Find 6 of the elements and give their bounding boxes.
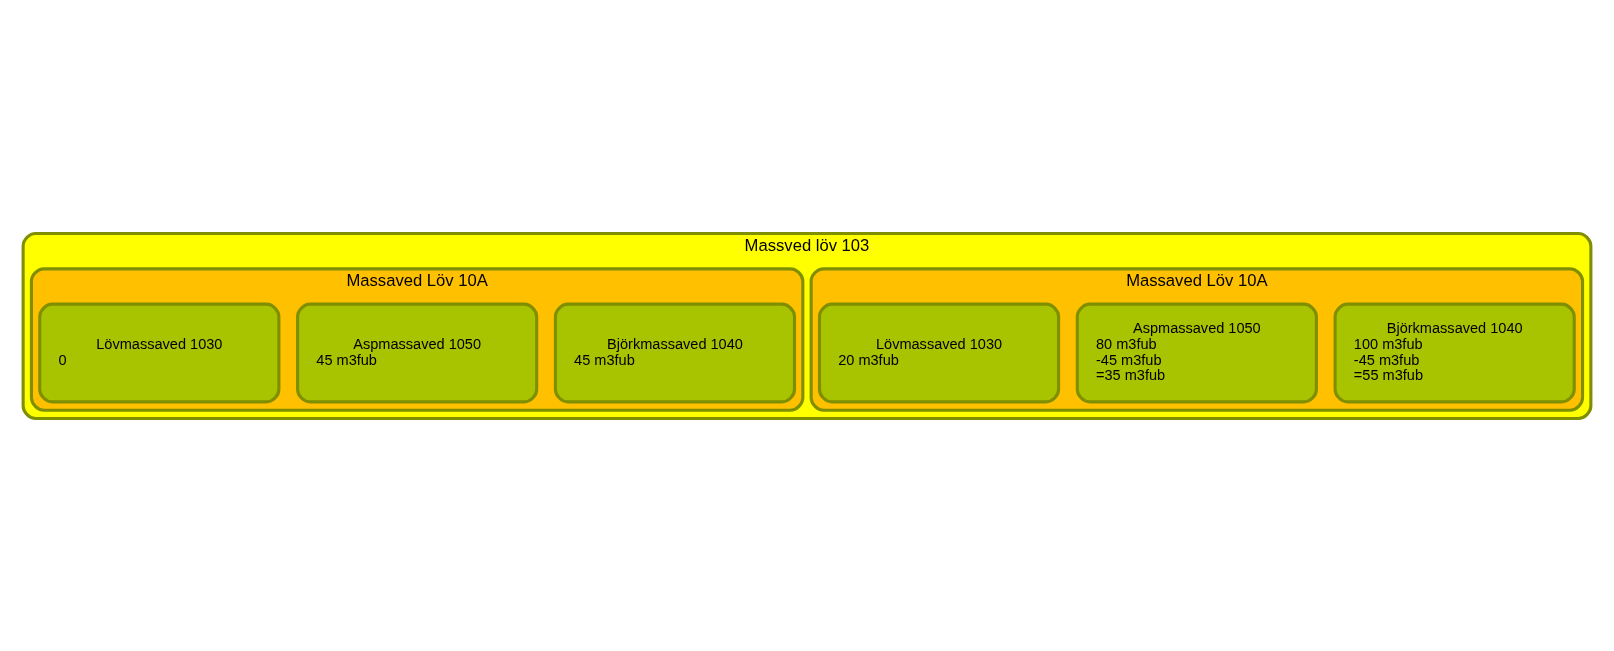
node-box: Aspmassaved 1050 80 m3fub -45 m3fub =35 m3fub (1075, 302, 1318, 403)
node-box: Björkmassaved 1040 100 m3fub -45 m3fub =55 m3fub (1333, 302, 1576, 403)
node-box: Lövmassaved 1030 0 (38, 302, 281, 403)
node-box: Aspmassaved 1050 45 m3fub (296, 302, 539, 403)
node-box: Lövmassaved 1030 20 m3fub (817, 302, 1061, 403)
node-box: Björkmassaved 1040 45 m3fub (553, 302, 797, 403)
